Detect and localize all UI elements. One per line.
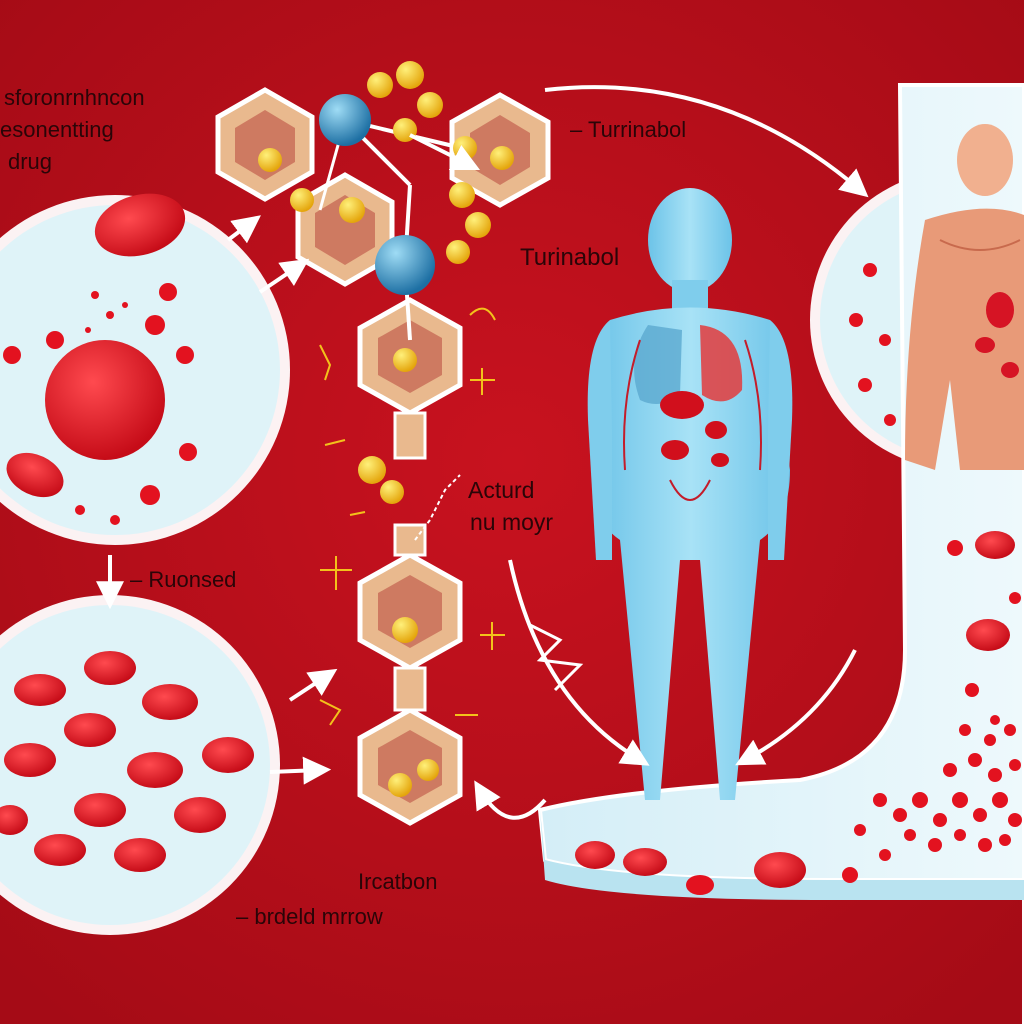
label-turinabol-mid: Turinabol [520, 244, 620, 271]
label-bone-marrow: – brdeld mrrow [236, 904, 383, 929]
label-ruonsed: – Ruonsed [130, 567, 237, 592]
red-blood-cells-right [575, 263, 1022, 895]
label-actured: Acturd [468, 477, 535, 503]
human-figure [587, 188, 793, 800]
zigzag-connector [529, 623, 584, 692]
molecule-structure [215, 61, 551, 826]
label-turinabol-top: – Turrinabol [570, 117, 687, 142]
label-nu-moyr: nu moyr [470, 509, 554, 535]
title-line-1: sforonrnhncon [4, 85, 145, 110]
title-line-3: drug [8, 149, 53, 174]
red-blood-cells-bottom [0, 651, 254, 872]
human-anatomy-figure [905, 124, 1024, 471]
title-line-2: esonentting [0, 117, 114, 142]
label-ircatbon: Ircatbon [358, 869, 438, 894]
flow-arrows [96, 85, 869, 820]
yellow-marks [319, 307, 505, 726]
red-blood-cells-top [3, 193, 197, 525]
blood-vessel [537, 83, 1024, 1024]
